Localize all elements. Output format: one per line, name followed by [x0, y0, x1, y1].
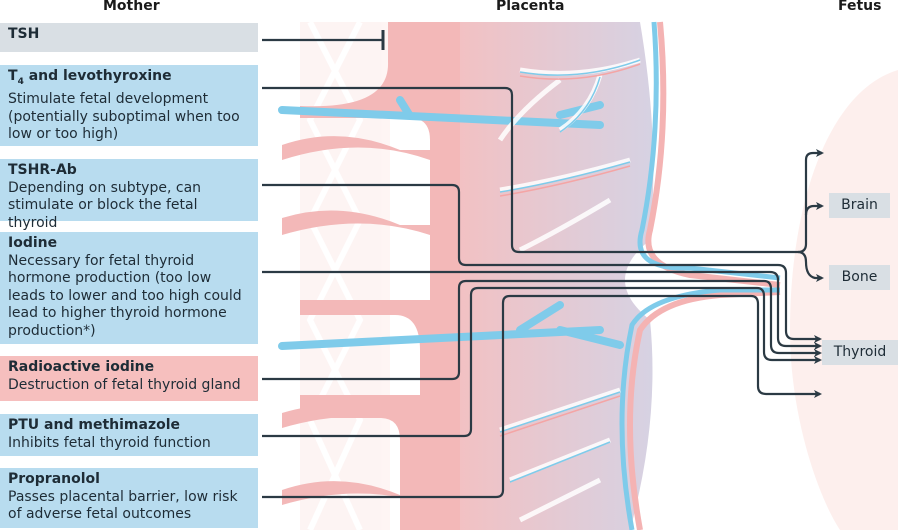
organ-label-thyroid: Thyroid	[822, 340, 898, 365]
organ-label-brain: Brain	[829, 193, 890, 218]
maternal-tissue	[282, 22, 470, 530]
t4-pathway	[262, 86, 798, 254]
factor-box-ptu: PTU and methimazole Inhibits fetal thyro…	[0, 414, 258, 456]
factor-title: Propranolol	[8, 471, 100, 487]
t4-branch-bone	[797, 250, 824, 282]
villus-vessels	[499, 59, 641, 483]
tshr-ab-pathway	[262, 183, 822, 343]
factor-box-propranolol: Propranolol Passes placental barrier, lo…	[0, 468, 258, 528]
maternal-artery	[278, 301, 624, 350]
factor-description: Inhibits fetal thyroid function	[8, 434, 211, 451]
ptu-pathway	[262, 286, 822, 438]
mother-column-title: Mother	[103, 0, 160, 14]
t4-branch-brain	[804, 202, 824, 216]
fetus-body-shape	[790, 70, 898, 530]
factor-description: Destruction of fetal thyroid gland	[8, 376, 241, 393]
factor-box-tsh: TSH	[0, 23, 258, 52]
iodine-pathway	[262, 270, 822, 350]
villous-space	[460, 22, 654, 530]
factor-description: Depending on subtype, can stimulate or b…	[8, 179, 202, 231]
organ-label-bone: Bone	[829, 265, 890, 290]
propranolol-pathway	[262, 294, 822, 499]
factor-box-radioactive-iodine: Radioactive iodine Destruction of fetal …	[0, 356, 258, 401]
t4-branch-fetus	[797, 149, 824, 254]
factor-box-tshr-ab: TSHR-Ab Depending on subtype, can stimul…	[0, 159, 258, 231]
placenta-column-title: Placenta	[496, 0, 565, 14]
villus-trees	[497, 57, 641, 523]
factor-title: TSHR-Ab	[8, 162, 77, 178]
factor-description: Necessary for fetal thyroid hormone prod…	[8, 252, 242, 339]
factor-title: Radioactive iodine	[8, 359, 155, 375]
factor-description: Passes placental barrier, low risk of ad…	[8, 488, 238, 523]
fetus-column-title: Fetus	[838, 0, 882, 14]
factor-box-t4: T4 and levothyroxine Stimulate fetal dev…	[0, 65, 258, 146]
villus-vessels	[499, 63, 641, 437]
factor-box-iodine: Iodine Necessary for fetal thyroid hormo…	[0, 232, 258, 344]
factor-title: TSH	[8, 26, 40, 42]
factor-description: Stimulate fetal development (potentially…	[8, 91, 240, 143]
factor-title: Iodine	[8, 235, 58, 251]
factor-title: PTU and methimazole	[8, 417, 180, 433]
factor-title: T4 and levothyroxine	[8, 68, 172, 87]
radioactive-iodine-pathway	[262, 279, 822, 381]
